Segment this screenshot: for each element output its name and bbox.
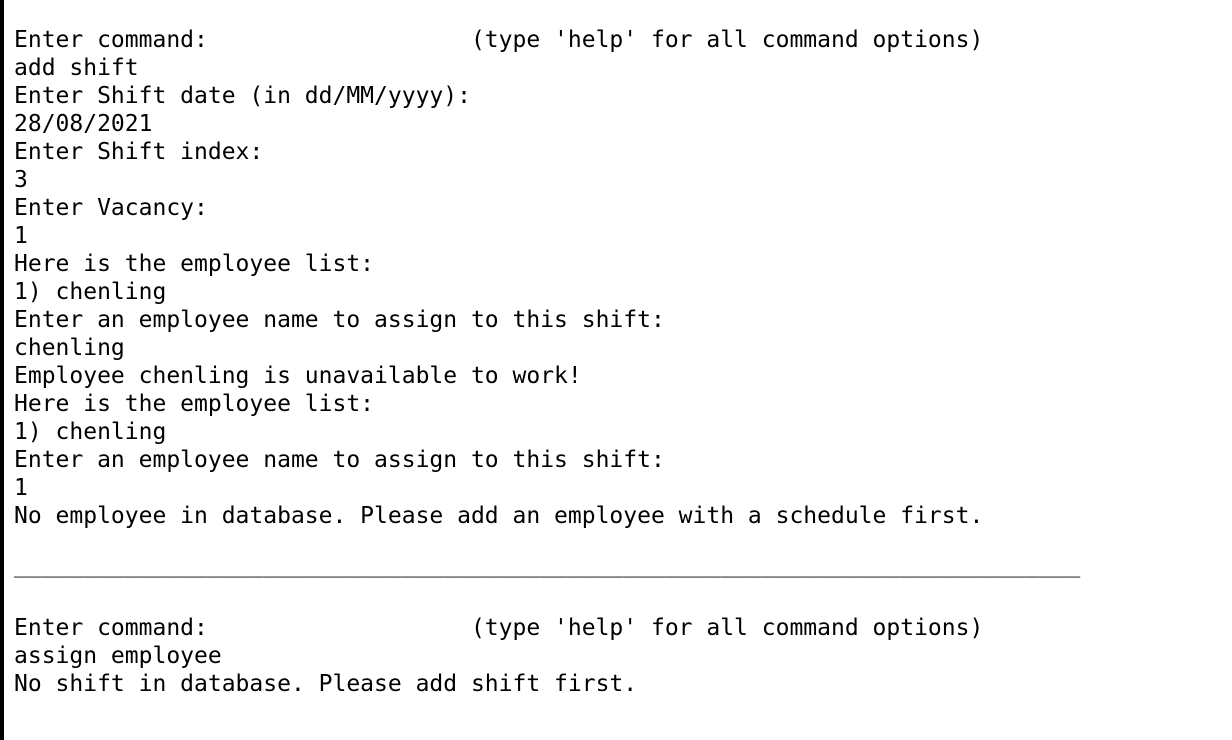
console-line-error-message: Employee chenling is unavailable to work… — [14, 363, 582, 389]
console-line-prompt: Enter Shift date (in dd/MM/yyyy): — [14, 83, 471, 109]
console-line-prompt: Enter Shift index: — [14, 139, 264, 165]
console-separator-line: ________________________________________… — [14, 552, 1081, 578]
console-line-list-header: Here is the employee list: — [14, 391, 375, 417]
console-line-prompt: Enter an employee name to assign to this… — [14, 447, 665, 473]
console-line-user-input: add shift — [14, 55, 139, 81]
console-line-command-prompt: Enter command: (type 'help' for all comm… — [14, 615, 984, 641]
console-line-blank — [14, 586, 1080, 614]
console-line-user-input: chenling — [14, 335, 125, 361]
console-line-user-input: 1 — [14, 475, 28, 501]
console-line-error-message: No employee in database. Please add an e… — [14, 503, 984, 529]
console-line-user-input: 3 — [14, 167, 28, 193]
console-line-user-input: 28/08/2021 — [14, 111, 153, 137]
console-line-prompt: Enter Vacancy: — [14, 195, 208, 221]
console-line-command-prompt: Enter command: (type 'help' for all comm… — [14, 27, 984, 53]
console-text: Enter command: (type 'help' for all comm… — [14, 26, 1080, 698]
console-line-prompt: Enter an employee name to assign to this… — [14, 307, 665, 333]
console-line-list-item: 1) chenling — [14, 279, 167, 305]
console-line-list-header: Here is the employee list: — [14, 251, 375, 277]
console-line-list-item: 1) chenling — [14, 419, 167, 445]
window-left-border — [0, 0, 4, 740]
console-line-user-input: 1 — [14, 223, 28, 249]
console-line-user-input: assign employee — [14, 643, 222, 669]
console-line-error-message: No shift in database. Please add shift f… — [14, 671, 638, 697]
